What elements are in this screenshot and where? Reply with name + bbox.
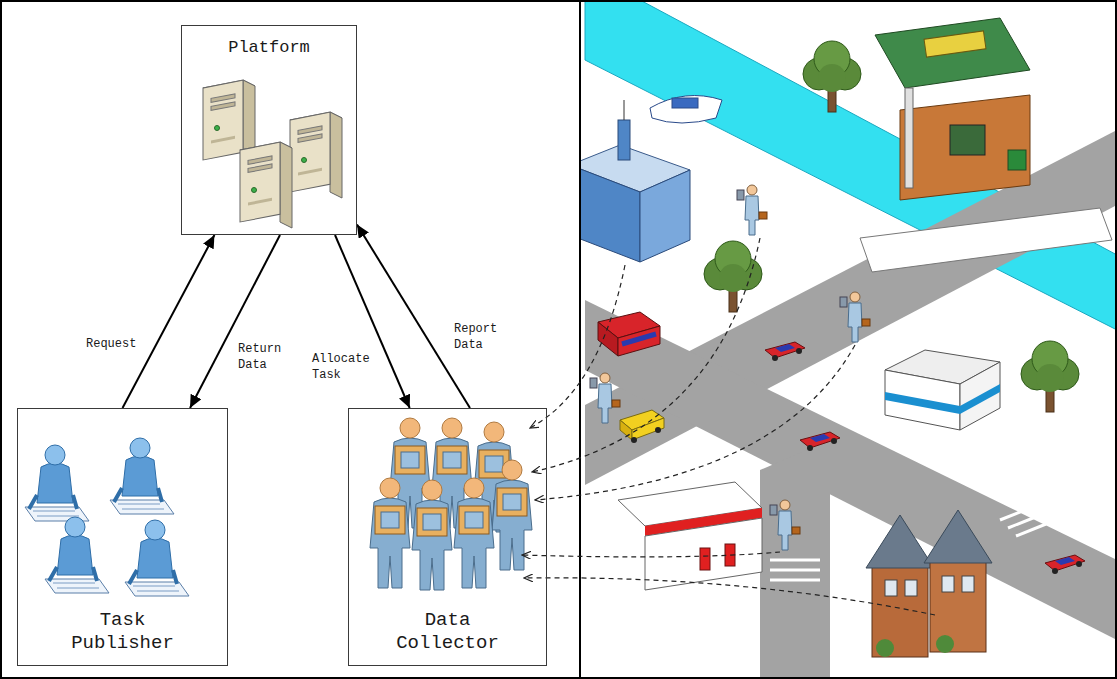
flow-arrow — [357, 225, 470, 409]
edge-label: Report Data — [454, 322, 504, 353]
process-box: Platform — [181, 25, 357, 235]
box-title: Platform — [228, 38, 310, 58]
gas-station — [875, 18, 1030, 200]
flow-arrow — [123, 235, 215, 408]
road — [585, 300, 1115, 640]
service-station — [618, 482, 762, 590]
bus — [598, 312, 660, 356]
process-box: Data Collector — [348, 408, 547, 666]
task-publisher-figures — [25, 438, 189, 596]
bridge — [860, 208, 1112, 272]
flow-arrow — [190, 235, 280, 408]
flow-arrow — [335, 235, 410, 408]
city-scene — [581, 2, 1115, 677]
box-title: Data Collector — [388, 609, 508, 655]
shop-building — [885, 350, 1000, 430]
crosswalk — [770, 408, 1046, 580]
houses — [866, 510, 992, 657]
edge-label: Return Data — [238, 342, 294, 373]
tower-building — [581, 100, 690, 262]
box-title: Task Publisher — [63, 609, 183, 655]
server-icons — [203, 80, 342, 228]
data-collector-figures — [370, 418, 532, 590]
edge-label: Request — [86, 337, 142, 353]
process-box: Task Publisher — [17, 408, 228, 666]
road — [760, 440, 830, 677]
edge-label: Allocate Task — [312, 352, 376, 383]
right-panel — [580, 1, 1116, 678]
boat — [650, 96, 722, 124]
left-panel — [1, 1, 580, 678]
data-flow-dashes — [522, 238, 935, 615]
